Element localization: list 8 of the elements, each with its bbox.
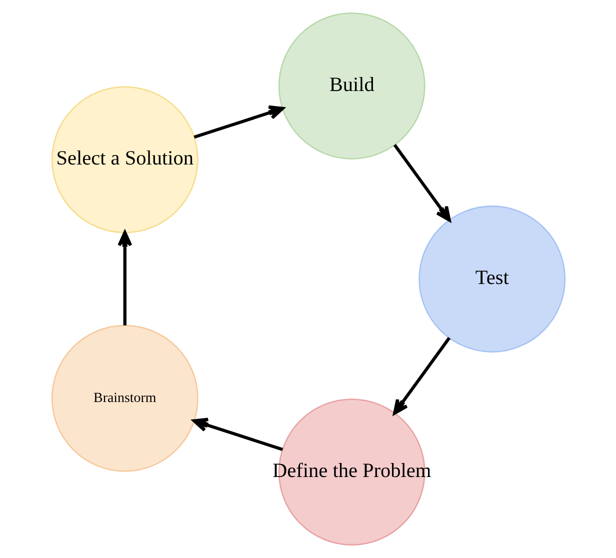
node-circle: Select a Solution (50, 86, 198, 234)
node-circle: Build (278, 12, 425, 160)
node-circle: Brainstorm (50, 324, 198, 472)
arrow (193, 105, 284, 139)
arrow (392, 144, 450, 222)
arrow (392, 337, 450, 415)
arrow (117, 230, 132, 326)
arrow (192, 418, 282, 452)
